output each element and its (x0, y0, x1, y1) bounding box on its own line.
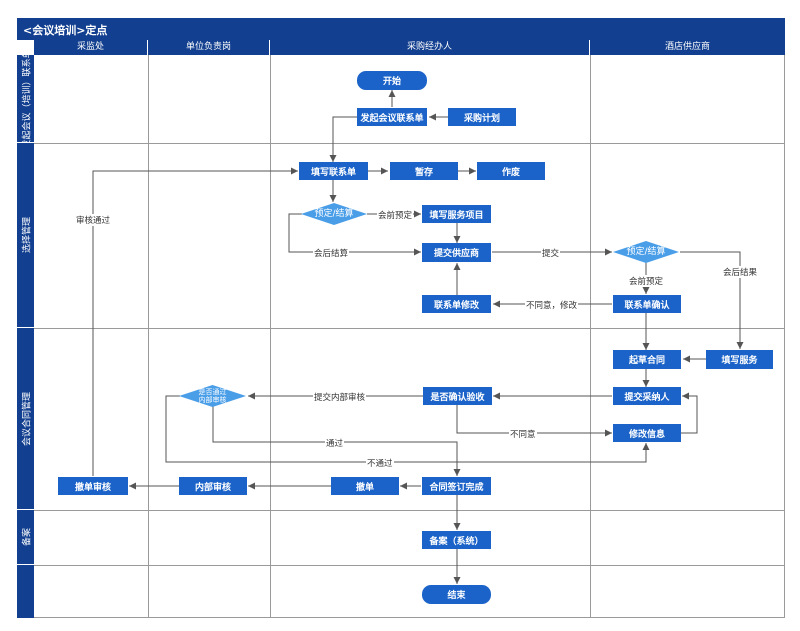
decision-internal-review-label: 是否通过 内部审核 (198, 388, 227, 404)
withdraw-review-node: 撤单审核 (58, 477, 128, 495)
edge-label-review-pass: 审核通过 (75, 214, 112, 226)
edge-label-disagree-modify: 不同意，修改 (525, 299, 579, 311)
archive-node: 备案（系统） (422, 531, 491, 549)
lane-divider (34, 143, 785, 144)
diagram-title: <会议培训>定点 (23, 24, 108, 37)
column-header-buyer: 采购经办人 (270, 40, 590, 55)
internal-review-node: 内部审核 (179, 477, 247, 495)
contract-done-node: 合同签订完成 (422, 477, 491, 495)
edge-label-pass: 通过 (325, 437, 345, 449)
edge-disagree (456, 405, 612, 437)
edge-label-post-settle-2: 会后结果 (722, 266, 759, 278)
lane-initiate: 发起会议（培训）联系单 (17, 49, 34, 148)
form-modify-node: 联系单修改 (422, 295, 491, 313)
edge-label-pre-booking: 会前预定 (377, 209, 414, 221)
withdraw-node: 撤单 (331, 477, 399, 495)
title-bar: <会议培训>定点 (17, 18, 785, 40)
initiate-form-node: 发起会议联系单 (357, 108, 427, 126)
edge-review-pass (92, 167, 298, 476)
end-node: 结束 (422, 585, 491, 604)
lane-selection: 选择管理 (17, 143, 34, 328)
lane-contract: 会议合同管理 (17, 328, 34, 510)
submit-supplier-node: 提交供应商 (422, 243, 491, 262)
modify-info-node: 修改信息 (613, 424, 681, 442)
edge-label-submit: 提交 (541, 247, 561, 259)
fill-service-node: 填写服务 (706, 350, 773, 369)
submit-buyer-node: 提交采纳人 (613, 387, 681, 405)
column-divider (270, 55, 271, 618)
edge-label-not-pass: 不通过 (366, 457, 394, 469)
fill-form-node: 填写联系单 (299, 162, 368, 180)
lane-end (17, 565, 34, 618)
start-node: 开始 (357, 71, 427, 90)
decision-booking-settle: 预定/结算 (301, 203, 367, 225)
temp-save-node: 暂存 (390, 162, 458, 180)
purchase-plan-node: 采购计划 (448, 108, 516, 126)
lane-divider (34, 328, 785, 329)
decision-booking-settle-label: 预定/结算 (314, 208, 354, 219)
fill-service-item-node: 填写服务项目 (422, 205, 491, 223)
lane-archive: 备案 (17, 510, 34, 565)
confirm-acceptance-node: 是否确认验收 (423, 387, 492, 405)
form-confirm-node: 联系单确认 (613, 295, 681, 313)
edge-post-settle (288, 213, 421, 256)
decision-booking-settle-2: 预定/结算 (613, 241, 679, 263)
column-divider (148, 55, 149, 618)
edge-not-pass (165, 395, 650, 463)
lane-divider (34, 510, 785, 511)
frame-bottom (34, 617, 785, 618)
edge-label-pre-booking-2: 会前预定 (628, 275, 665, 287)
draft-contract-node: 起草合同 (613, 350, 681, 369)
edge-initiate-fill (329, 116, 357, 162)
edge-post-settle-2 (680, 251, 744, 349)
frame-right (784, 55, 785, 618)
decision-booking-settle-2-label: 预定/结算 (626, 246, 666, 257)
column-divider (590, 55, 591, 618)
void-node: 作废 (477, 162, 545, 180)
edge-label-disagree: 不同意 (509, 428, 537, 440)
decision-internal-review: 是否通过 内部审核 (179, 385, 246, 407)
edge-modify-buyer (681, 392, 698, 434)
edge-label-submit-internal: 提交内部审核 (313, 391, 367, 403)
column-header-hotel-supplier: 酒店供应商 (590, 40, 785, 55)
column-header-unit-manager: 单位负责岗 (148, 40, 270, 55)
column-header-supervision: 采监处 (34, 40, 148, 55)
edge-label-post-settle: 会后结算 (313, 247, 350, 259)
lane-divider (34, 565, 785, 566)
